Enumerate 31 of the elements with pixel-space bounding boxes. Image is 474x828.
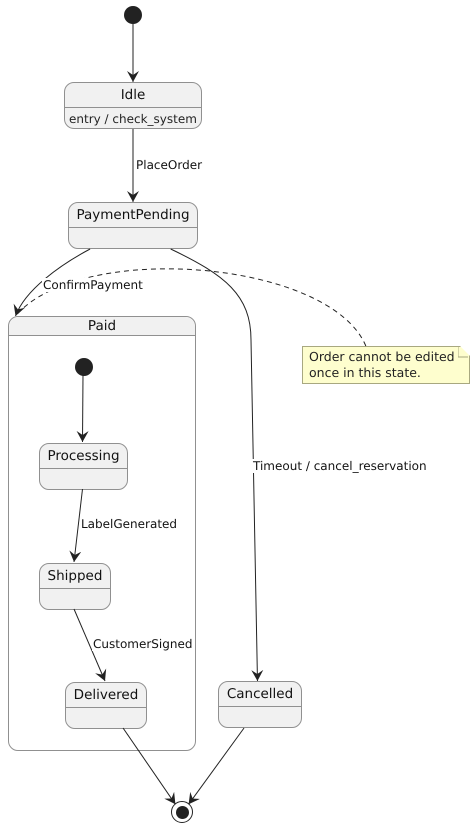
state-box: [39, 563, 111, 610]
transition-arrow: [74, 608, 106, 682]
state-name: Cancelled: [226, 684, 294, 704]
state-name: Paid: [88, 316, 116, 336]
state-name: Shipped: [48, 566, 102, 586]
edge-label: ConfirmPayment: [42, 278, 144, 292]
state-name: PaymentPending: [76, 206, 190, 225]
state-box: [68, 202, 198, 249]
transition-arrow: [127, 24, 139, 82]
edge-label: Timeout / cancel_reservation: [252, 459, 428, 473]
state-name: Processing: [47, 446, 120, 466]
transition-arrow: [122, 728, 176, 805]
dashed-note-link: [15, 268, 366, 346]
transition-arrow: [170, 248, 264, 682]
edge-label: CustomerSigned: [92, 637, 194, 651]
transition-arrow: [14, 248, 91, 316]
transition-arrow: [76, 374, 89, 442]
entry-action: entry / check_system: [68, 111, 198, 128]
state-box: [218, 681, 302, 728]
note-text: Order cannot be edited once in this state.: [309, 349, 456, 381]
transition-arrow: [69, 488, 83, 562]
state-name: Idle: [120, 86, 146, 105]
transition-arrow: [127, 128, 139, 202]
state-box: [65, 682, 147, 729]
state-name: Delivered: [74, 686, 138, 705]
edge-label: LabelGenerated: [80, 517, 178, 531]
transition-arrow: [188, 728, 245, 805]
note: [302, 346, 470, 384]
edge-label: PlaceOrder: [135, 158, 204, 172]
state-box: [39, 443, 128, 490]
state-box: [64, 82, 202, 129]
